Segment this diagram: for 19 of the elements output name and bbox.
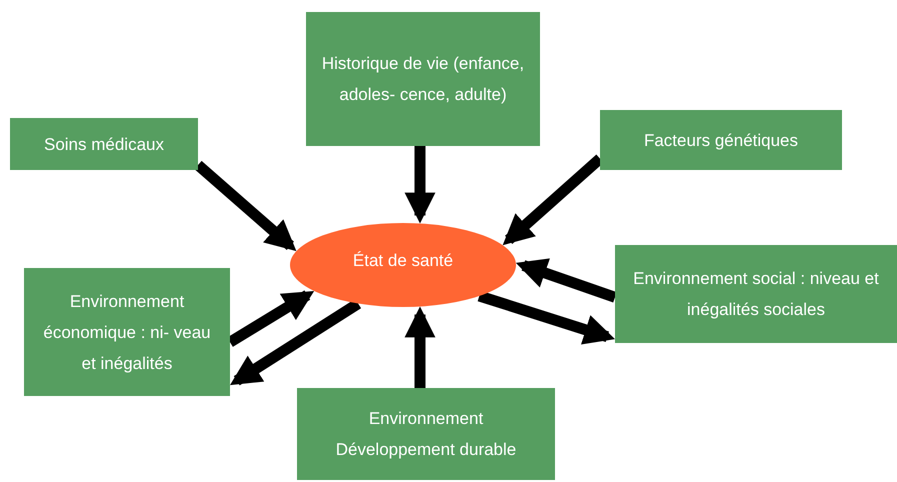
arrow	[404, 306, 436, 388]
state-ellipse	[290, 223, 516, 307]
factor-box	[24, 268, 230, 396]
node-label: Environnement économique : ni- veau et inégalités	[42, 290, 212, 374]
factor-box	[10, 118, 198, 170]
arrow	[516, 258, 617, 302]
node-label: Environnement social : niveau et inégalités sociales	[632, 268, 880, 321]
node-label: Historique de vie (enfance, adoles- cence, adulte)	[320, 53, 526, 106]
factor-box	[600, 110, 842, 170]
factor-box	[297, 388, 555, 480]
arrow	[194, 160, 296, 252]
node-label: État de santé	[352, 250, 454, 272]
factor-box	[306, 12, 540, 146]
node-label: Facteurs génétiques	[642, 130, 800, 152]
arrow	[404, 146, 436, 224]
node-label: Soins médicaux	[42, 134, 165, 156]
factor-box	[615, 245, 897, 343]
arrow	[478, 290, 615, 344]
node-label: Environnement Développement durable	[334, 408, 518, 461]
